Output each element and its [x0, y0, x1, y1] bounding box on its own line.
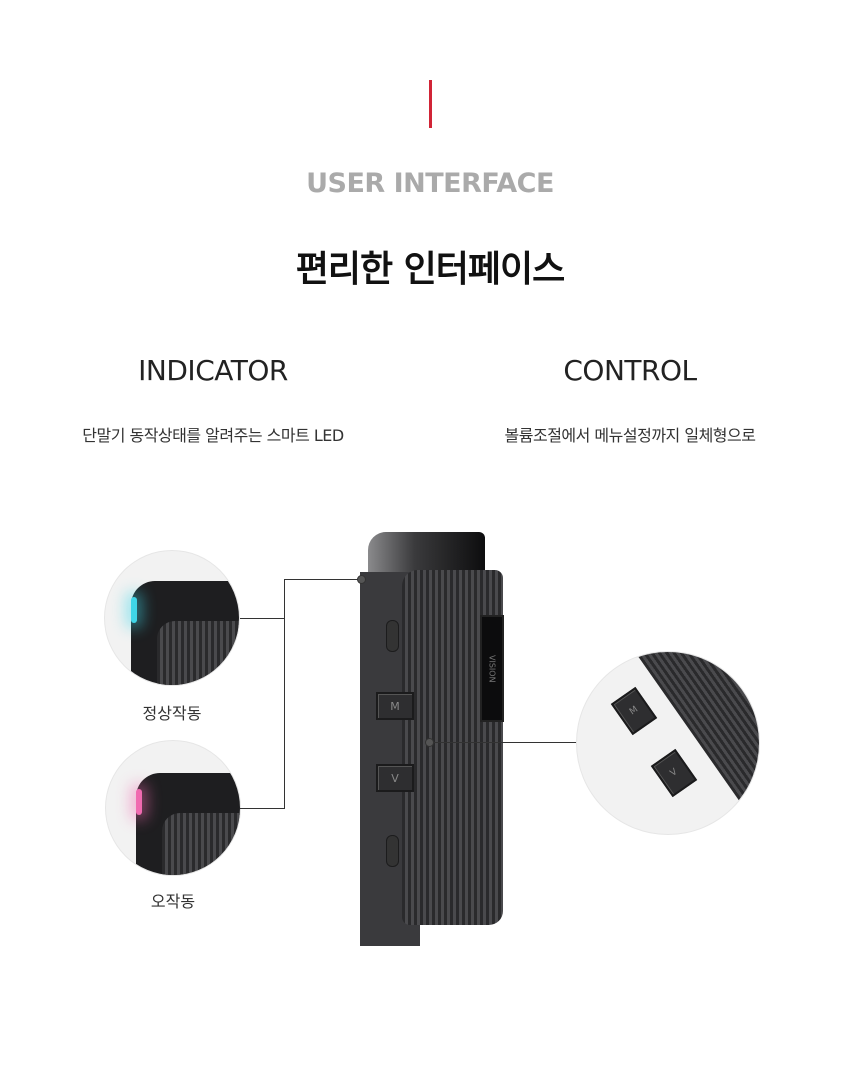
connector-line — [240, 808, 284, 809]
device-v-button: V — [376, 764, 414, 792]
control-description: 볼륨조절에서 메뉴설정까지 일체형으로 — [504, 426, 756, 445]
led-error-closeup — [106, 741, 240, 875]
control-buttons-closeup: M V — [577, 652, 759, 834]
indicator-heading: INDICATOR — [138, 354, 288, 387]
connector-line — [240, 618, 284, 619]
device-oval-button — [386, 835, 399, 867]
connector-line — [284, 579, 285, 809]
indicator-description: 단말기 동작상태를 알려주는 스마트 LED — [82, 426, 344, 445]
page-title: 편리한 인터페이스 — [295, 249, 566, 290]
led-pink-icon — [136, 789, 142, 815]
connector-line — [284, 579, 360, 580]
device-brand-window: VISION — [480, 615, 504, 722]
connector-line — [433, 742, 578, 743]
state-label-error: 오작동 — [150, 892, 196, 911]
device-oval-button — [386, 620, 399, 652]
led-cyan-icon — [131, 597, 137, 623]
section-eyebrow: USER INTERFACE — [306, 168, 554, 199]
state-label-normal: 정상작동 — [142, 704, 202, 723]
led-normal-closeup — [105, 551, 239, 685]
callout-dot — [357, 575, 366, 584]
closeup-m-button: M — [610, 686, 658, 736]
control-heading: CONTROL — [563, 354, 697, 387]
accent-divider — [429, 80, 432, 128]
closeup-v-button: V — [650, 748, 698, 798]
device-m-button: M — [376, 692, 414, 720]
